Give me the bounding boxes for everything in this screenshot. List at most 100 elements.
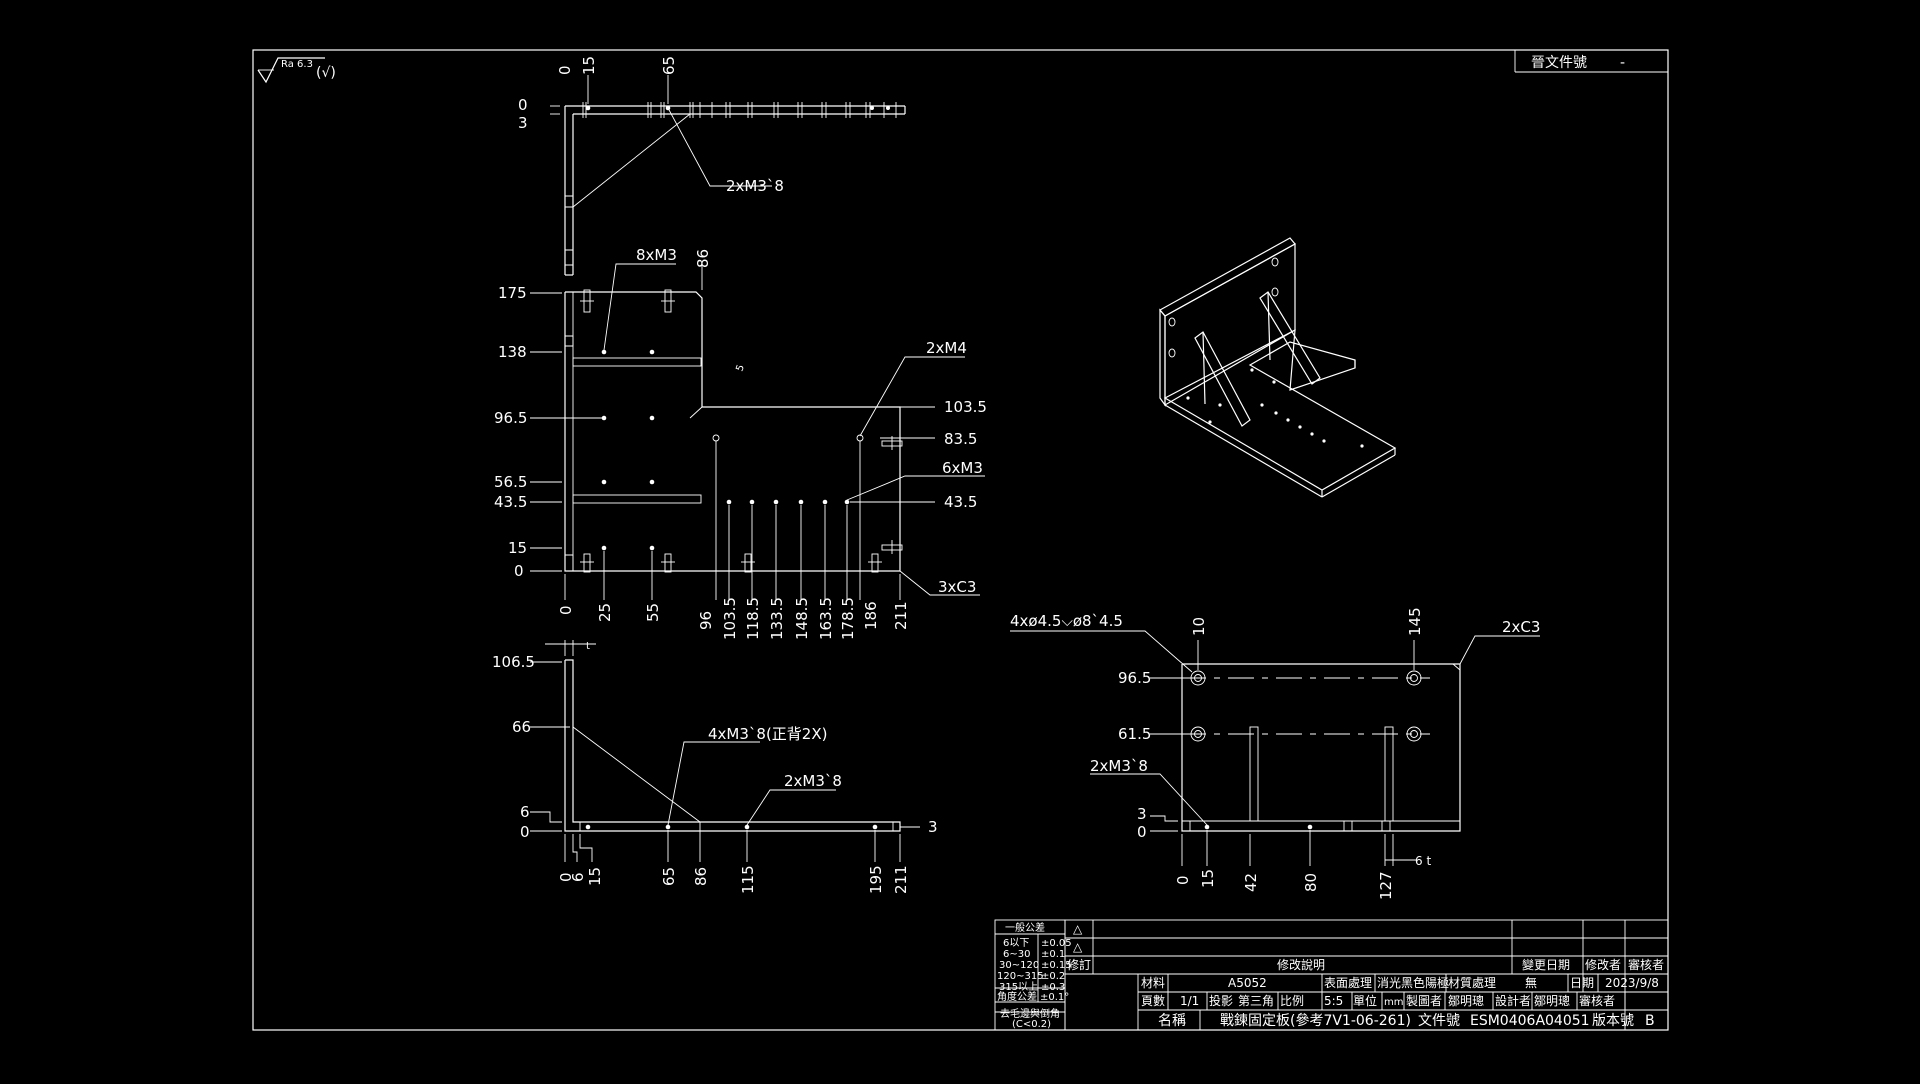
plan-callout-m3: 2xM3`8: [1090, 757, 1148, 775]
side-bottom-dim-86: 86: [692, 867, 710, 886]
plan-callout-holes: 4xø4.5⌵ø8`4.5: [1010, 612, 1123, 630]
front-callout-8xm3: 8xM3: [636, 246, 677, 264]
tol-val-1: ±0.1: [1041, 949, 1065, 960]
front-left-dim-43-5: 43.5: [494, 493, 527, 511]
tb-date-label: 日期: [1570, 976, 1594, 990]
plan-left-dim-61-5: 61.5: [1118, 725, 1151, 743]
front-right-dim-103-5: 103.5: [944, 398, 987, 416]
side-bottom-dim-211: 211: [892, 865, 910, 894]
tol-range-1: 6~30: [1003, 949, 1030, 960]
front-bottom-dim-163-5: 163.5: [817, 597, 835, 640]
tb-name-label: 名稱: [1158, 1013, 1186, 1029]
side-left-dim-6: 6: [520, 803, 530, 821]
front-bottom-dim-118-5: 118.5: [744, 597, 762, 640]
tb-name-value: 戰鍊固定板(參考7V1-06-261): [1220, 1013, 1411, 1029]
plan-left-dim-0: 0: [1137, 823, 1147, 841]
plan-view: 96.5 61.5 3 0 10 145 0 15 42 80 127 6 t …: [1010, 607, 1540, 900]
title-block: △ △ 修訂 修改說明 變更日期 修改者 審核者 材料 A5052 表面處理 消…: [1064, 919, 1669, 1031]
plan-left-dim-96-5: 96.5: [1118, 669, 1151, 687]
front-left-dim-175: 175: [498, 284, 527, 302]
tb-docno-value: ESM0406A04051: [1470, 1013, 1590, 1029]
plan-bottom-dim-0: 0: [1174, 875, 1192, 885]
tol-range-0: 6以下: [1003, 938, 1029, 949]
side-bottom-dim-6: 6: [569, 872, 587, 882]
tb-version-label: 版本號: [1592, 1013, 1634, 1029]
tb-docno-label: 文件號: [1418, 1013, 1460, 1029]
tb-page-value: 1/1: [1180, 994, 1199, 1008]
front-right-dim-43-5: 43.5: [944, 493, 977, 511]
tb-unit-value: mm: [1384, 997, 1403, 1008]
side-bottom-dim-65: 65: [660, 867, 678, 886]
front-bottom-dim-178-5: 178.5: [839, 597, 857, 640]
tb-projection-label: 投影: [1209, 993, 1233, 1008]
tb-warn-1: △: [1073, 922, 1083, 936]
tb-designer-value: 鄒明璁: [1534, 993, 1570, 1008]
tb-page-label: 頁數: [1141, 994, 1165, 1008]
tb-change-date-label: 變更日期: [1522, 957, 1570, 972]
svg-text:Ra 6.3: Ra 6.3: [281, 59, 313, 70]
tb-drafter-label: 製圖者: [1406, 994, 1442, 1008]
top-view-vdim-3: 3: [518, 114, 528, 132]
tolerance-table: 一般公差 6以下 ±0.05 6~30 ±0.1 30~120 ±0.15 12…: [994, 919, 1072, 1031]
side-callout-4x: 4xM3`8(正背2X): [708, 725, 827, 743]
front-left-dim-138: 138: [498, 343, 527, 361]
tb-heat-value: 無: [1525, 975, 1537, 990]
tb-scale-label: 比例: [1280, 994, 1304, 1008]
tol-deburr-label: 去毛邊與倒角: [1000, 1007, 1060, 1020]
tb-projection-value: 第三角: [1238, 994, 1274, 1008]
isometric-view: [1159, 237, 1397, 498]
tb-rev-desc-label: 修改說明: [1277, 957, 1325, 972]
side-callout-2x: 2xM3`8: [784, 772, 842, 790]
tb-material-value: A5052: [1228, 976, 1267, 990]
front-callout-3xc3: 3xC3: [938, 578, 976, 596]
doc-no-label: 晉文件號: [1531, 55, 1587, 71]
tb-material-label: 材料: [1141, 976, 1165, 990]
side-right-dim-3: 3: [928, 818, 938, 836]
top-view-callout: 2xM3`8: [726, 177, 784, 195]
front-mark-5: 5: [734, 363, 747, 373]
front-left-dim-56-5: 56.5: [494, 473, 527, 491]
roughness-symbol: Ra 6.3 (√): [257, 57, 336, 84]
tol-val-3: ±0.2: [1041, 971, 1065, 982]
front-bottom-dim-103-5: 103.5: [721, 597, 739, 640]
plan-left-dim-3: 3: [1137, 805, 1147, 823]
front-bottom-dim-25: 25: [596, 603, 614, 622]
tol-val-0: ±0.05: [1041, 938, 1072, 949]
plan-thickness: 6 t: [1415, 854, 1431, 868]
front-bottom-dim-96: 96: [697, 611, 715, 630]
tol-val-2: ±0.15: [1041, 960, 1072, 971]
side-bottom-dim-115: 115: [739, 865, 757, 894]
front-right-dim-83-5: 83.5: [944, 430, 977, 448]
tb-version-value: B: [1645, 1013, 1655, 1029]
front-bottom-dim-0: 0: [557, 605, 575, 615]
top-view-dim-15: 15: [580, 56, 598, 75]
plan-top-dim-145: 145: [1406, 607, 1424, 636]
tol-range-4: 315以上: [999, 981, 1038, 993]
front-callout-2xm4: 2xM4: [926, 339, 967, 357]
front-bottom-dim-211: 211: [892, 601, 910, 630]
front-bottom-dim-133-5: 133.5: [768, 597, 786, 640]
front-bottom-dim-55: 55: [644, 603, 662, 622]
top-view: 0 15 65 0 3 2xM3`8: [518, 56, 906, 276]
plan-bottom-dim-42: 42: [1242, 873, 1260, 892]
side-left-dim-106-5: 106.5: [492, 653, 535, 671]
tb-drafter-value: 鄒明璁: [1448, 993, 1484, 1008]
plan-bottom-dim-15: 15: [1199, 869, 1217, 888]
front-bottom-dim-186: 186: [862, 601, 880, 630]
tb-warn-2: △: [1073, 940, 1083, 954]
tol-range-2: 30~120: [999, 960, 1039, 971]
tol-angle-label: 角度公差: [997, 990, 1037, 1003]
side-left-dim-0: 0: [520, 823, 530, 841]
doc-no-value: -: [1620, 55, 1625, 71]
tol-angle-val: ±0.1°: [1040, 992, 1069, 1003]
plan-callout-c3: 2xC3: [1502, 618, 1540, 636]
sheet-border: [252, 49, 1669, 1031]
tb-reviewer-label: 審核者: [1628, 957, 1664, 972]
tb-checker-label: 審核者: [1579, 993, 1615, 1008]
tol-val-4: ±0.3: [1041, 982, 1065, 993]
tb-designer-label: 設計者: [1495, 993, 1531, 1008]
tb-surface-label: 表面處理: [1324, 976, 1372, 990]
top-view-dim-0: 0: [556, 65, 574, 75]
front-callout-6xm3: 6xM3: [942, 459, 983, 477]
